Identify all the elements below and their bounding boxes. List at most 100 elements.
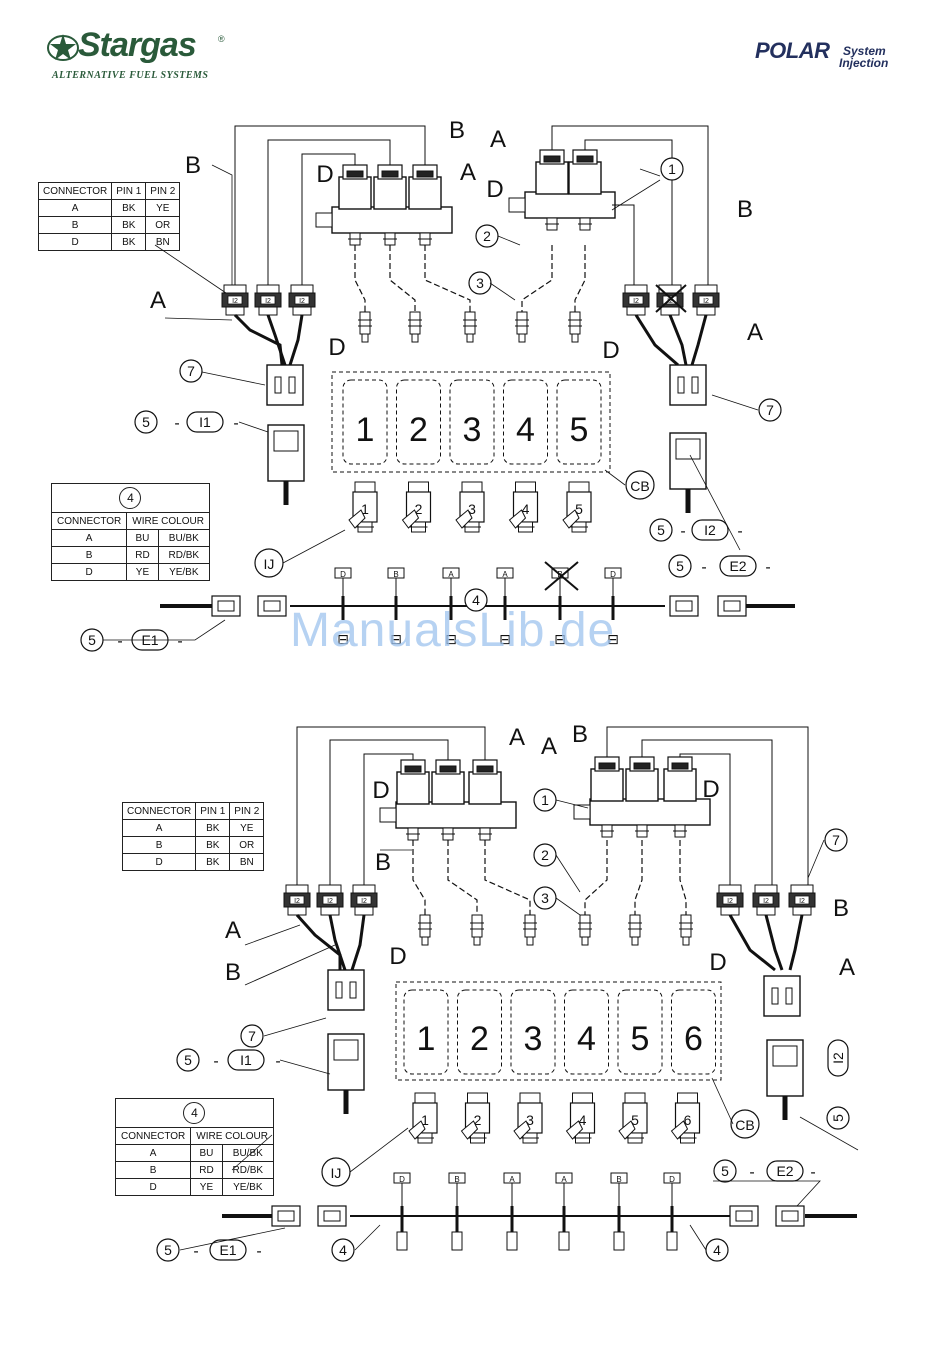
callout-circle [464,588,488,612]
label-A: A [225,917,241,944]
callout-circle [176,1048,200,1072]
hose-nozzle [409,311,421,335]
cylinder-number: 2 [470,1020,489,1058]
callout-circle [824,828,848,852]
pin-label: I2 [299,298,305,305]
cylinder-number: 3 [463,411,482,449]
disabled-cross [544,561,579,591]
injector-cap [568,481,590,493]
wire-path [679,753,731,885]
pin-label-box [227,295,243,305]
nozzle-tip [631,936,639,946]
dash: - [174,415,179,432]
label-D: D [486,176,503,203]
rail-inlet [315,212,333,228]
round-connector-base [225,306,245,316]
wire-path [354,1224,381,1251]
label-D: D [389,943,406,970]
label-pill [186,411,224,433]
injector-number: 6 [684,1112,692,1128]
pin-label: I2 [633,298,639,305]
label-pill [227,1049,265,1071]
hose-nozzle [629,914,641,938]
pin-label: I2 [265,298,271,305]
wire-path [329,739,449,885]
solenoid-connector [671,762,689,770]
callout-circle [134,410,158,434]
hose-nozzle [419,914,431,938]
round-connector-base [696,306,716,316]
callout-number: 5 [676,558,684,574]
round-connector-base [660,306,680,316]
pin-label-box [628,295,644,305]
callout-circle [713,1159,737,1183]
injector-cap [677,1092,698,1104]
round-connector-base [720,906,740,916]
solenoid-connector [633,762,651,770]
stargas-logo: Stargas ® ALTERNATIVE FUEL SYSTEMS [42,26,242,86]
solenoid-coil [396,771,430,805]
wire-path [154,244,227,294]
round-connector-base [626,306,646,316]
gas-hose [389,245,416,312]
round-connector [223,284,247,294]
socket-face [772,1045,798,1067]
cylinder-outline [457,989,502,1075]
callout-4: 4 [183,1102,206,1124]
label-A: A [490,126,506,153]
dash: - [680,523,685,540]
label-IJ: IJ [264,556,275,572]
plug-face [277,1210,295,1222]
wire-path [263,1017,327,1037]
splice-end: ⊟ [390,631,402,647]
wire-path [211,164,233,285]
injector-number: 5 [631,1112,639,1128]
pin-label: I2 [727,898,733,905]
cylinder-outline [342,379,388,465]
dash: - [177,633,182,650]
callout-CB [730,1109,760,1139]
injector-cap [624,1092,646,1104]
cylinder-outline [617,989,663,1075]
wire-path [668,314,688,366]
injector-clip [618,1120,636,1140]
cylinder-outline [564,989,609,1075]
wire-path [238,421,269,433]
round-connector [285,884,309,894]
hose-nozzle [359,311,371,335]
injector-cap [572,1092,593,1104]
pin-label-box [260,295,276,305]
round-connector-base [292,306,312,316]
solenoid-connector [543,155,561,163]
rail-inlet [379,807,397,823]
wire-path [234,125,426,285]
callout-number: 5 [184,1052,192,1068]
injector-clip [455,509,473,529]
table-cell: BN [229,853,265,871]
wire-path [634,314,679,367]
wire-path [266,314,287,366]
pin-label: I2 [763,898,769,905]
rail-left-bottom [395,801,517,829]
label-A: A [541,733,557,760]
nozzle-tip [473,936,481,946]
table-cell: YE [190,1178,223,1196]
cylinder-number: 4 [516,411,535,449]
wire-path [267,139,391,285]
harness-plug-left [266,364,304,406]
pin-label-box [698,295,714,305]
label-text: I1 [199,414,211,430]
table-cell: YE [126,563,159,581]
wire-path [639,168,661,177]
harness-plug-left [327,969,365,1011]
label-A: A [150,287,166,314]
nozzle-tip [361,333,369,343]
connector-code: B [616,1175,621,1184]
injector-clip [508,509,527,529]
gas-hose [447,840,478,915]
wire-path [606,726,809,885]
socket-face [273,430,299,452]
callout-number: 4 [339,1242,347,1258]
table-cell: BU [126,529,159,547]
